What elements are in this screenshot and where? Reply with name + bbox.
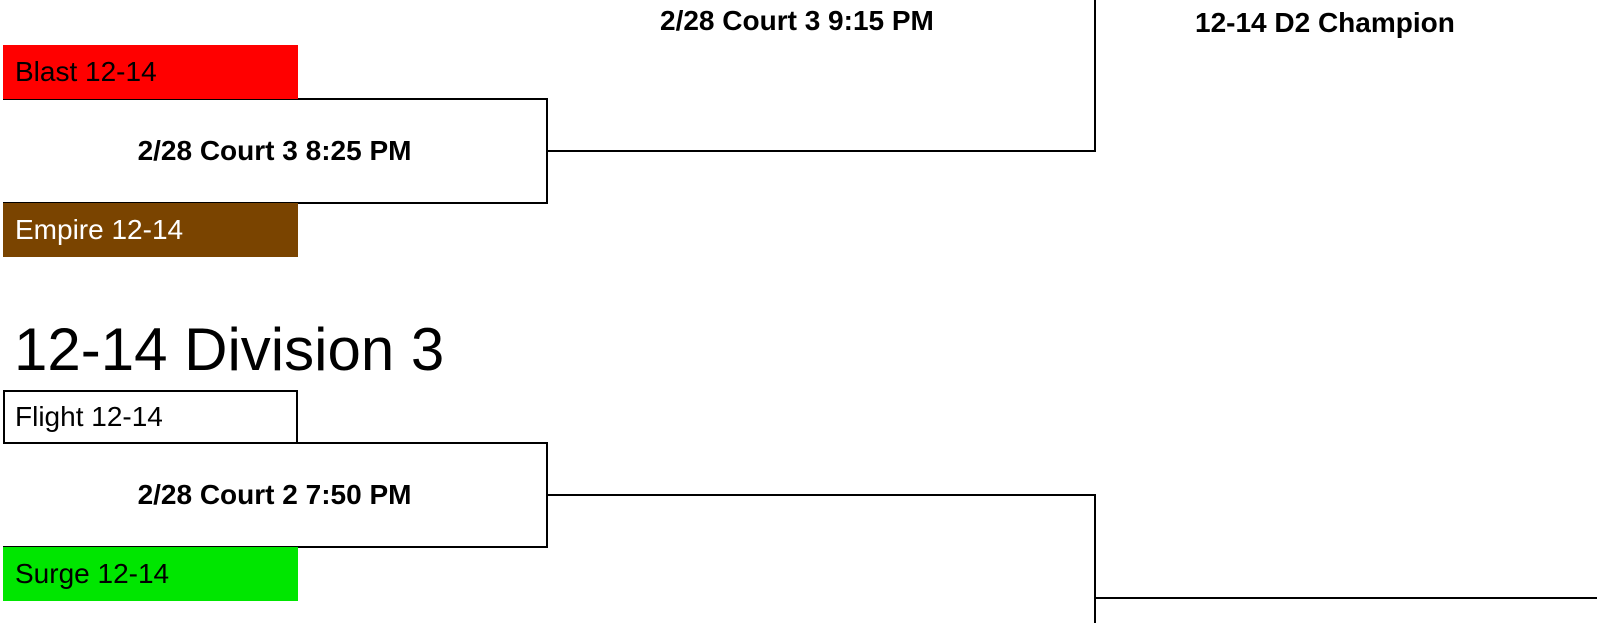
final-game-label: 2/28 Court 3 9:15 PM [660, 5, 934, 36]
team-slot-blast[interactable]: Blast 12-14 [3, 45, 298, 99]
connector-d2-vertical [1094, 0, 1096, 152]
connector-d3-game1 [548, 494, 1096, 496]
champion-label: 12-14 D2 Champion [1195, 7, 1455, 38]
team-slot-empire[interactable]: Empire 12-14 [3, 203, 298, 257]
division-3-title: 12-14 Division 3 [14, 316, 445, 383]
game-d2-semifinal[interactable]: 2/28 Court 3 8:25 PM [3, 98, 548, 204]
connector-d3-final [1094, 597, 1597, 599]
connector-d2-game1 [548, 150, 1096, 152]
game-d3-semifinal[interactable]: 2/28 Court 2 7:50 PM [3, 442, 548, 548]
team-slot-flight[interactable]: Flight 12-14 [3, 390, 298, 444]
team-slot-surge[interactable]: Surge 12-14 [3, 547, 298, 601]
connector-d3-vertical [1094, 494, 1096, 623]
